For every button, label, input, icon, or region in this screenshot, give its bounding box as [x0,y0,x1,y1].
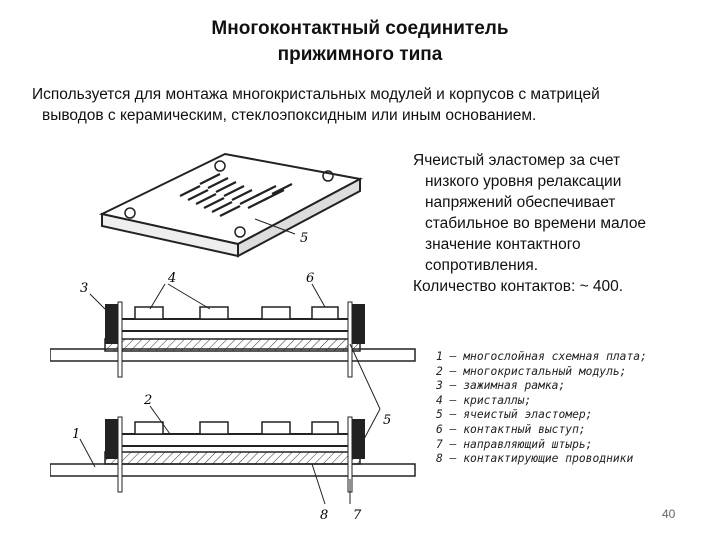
label-7: 7 [353,508,362,523]
legend-item: 3 — зажимная рамка; [436,379,566,393]
intro-paragraph: Используется для монтажа многокристальны… [32,84,682,126]
label-8: 8 [320,508,328,523]
side-line-1: Ячеистый эластомер за счет [413,152,621,169]
contacts-count: Количество контактов: ~ 400. [413,278,624,295]
elastomer-plate-drawing [98,152,363,258]
slide-title: Многоконтактный соединитель прижимного т… [0,16,720,68]
legend-item: 6 — контактный выступ; [436,422,586,436]
side-paragraph: Ячеистый эластомер за счет низкого уровн… [413,150,703,297]
legend-item: 5 — ячеистый эластомер; [436,408,593,422]
figure-legend: 1 — многослойная схемная плата; 2 — мног… [436,350,647,467]
page-number: 40 [662,507,676,521]
legend-item: 1 — многослойная схемная плата; [436,350,647,363]
legend-item: 4 — кристаллы; [436,393,532,407]
connector-diagram: 5 4 6 3 2 [50,152,416,523]
side-line-4: стабильное во времени малое [425,215,647,232]
side-line-2: низкого уровня релаксации [425,173,622,190]
legend-item: 7 — направляющий штырь; [436,437,593,451]
label-3: 3 [80,281,88,296]
cross-section-upper [50,283,416,378]
side-line-5: значение контактного [425,236,581,253]
legend-item: 8 — контактирующие проводники [436,452,634,466]
title-line-2: прижимного типа [277,44,443,65]
label-5-top: 5 [300,231,308,246]
intro-line-2: выводов с керамическим, стеклоэпоксидным… [42,107,537,124]
label-2: 2 [143,393,152,408]
label-5-bottom: 5 [383,413,391,428]
legend-item: 2 — многокристальный модуль; [436,364,627,378]
cross-section-lower [50,343,416,505]
label-1: 1 [72,427,80,442]
side-line-3: напряжений обеспечивает [425,194,616,211]
label-6: 6 [306,271,314,286]
intro-line-1: Используется для монтажа многокристальны… [32,86,600,103]
side-line-6: сопротивления. [425,257,539,274]
title-line-1: Многоконтактный соединитель [211,18,509,39]
label-4: 4 [167,271,176,286]
